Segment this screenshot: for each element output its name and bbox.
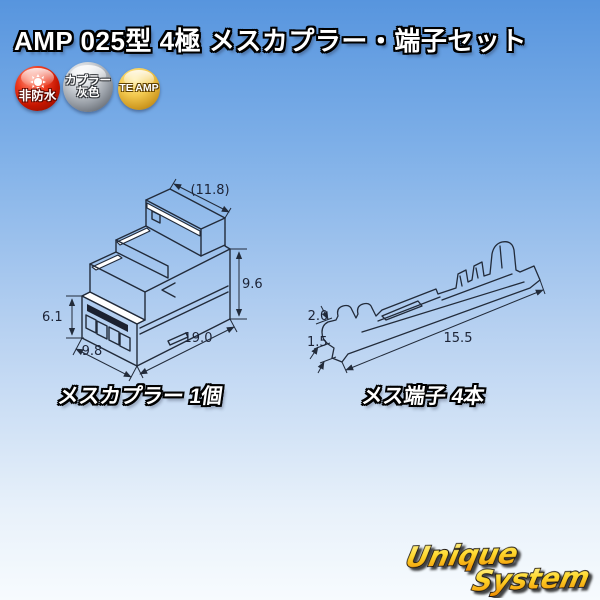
dim-coupler-rear-height: 9.6 bbox=[242, 277, 263, 292]
dim-terminal-length: 15.5 bbox=[444, 331, 473, 346]
badge-coupler-color-line1: カプラー bbox=[65, 74, 111, 87]
terminal-dimension-lines bbox=[309, 279, 546, 374]
badge-non-waterproof: 非防水 bbox=[15, 66, 60, 111]
unique-system-logo: Unique System bbox=[402, 536, 594, 598]
coupler-highlight-strips bbox=[81, 202, 201, 325]
coupler-dimension-labels: (11.8) 9.6 6.1 9.8 19.0 bbox=[42, 183, 263, 359]
dim-coupler-front-height: 6.1 bbox=[42, 310, 63, 325]
badge-te-amp: TE AMP bbox=[118, 68, 160, 110]
terminal-body-outline bbox=[321, 241, 541, 363]
dim-terminal-height: 2.0 bbox=[308, 309, 329, 324]
dim-terminal-tip: 1.5 bbox=[307, 335, 328, 350]
coupler-front-slot bbox=[87, 304, 128, 332]
dim-coupler-length: 19.0 bbox=[184, 331, 213, 346]
coupler-caption: メスカプラー 1個 bbox=[56, 385, 224, 408]
terminal-drawing: 2.0 1.5 15.5 bbox=[307, 241, 546, 374]
logo-line1: Unique bbox=[403, 537, 521, 574]
terminal-caption: メス端子 4本 bbox=[360, 385, 486, 408]
logo-line2: System bbox=[469, 561, 593, 598]
badge-te-amp-label: TE AMP bbox=[119, 82, 159, 95]
badge-coupler-color: カプラー 灰色 bbox=[63, 62, 113, 112]
terminal-dimension-labels: 2.0 1.5 15.5 bbox=[307, 309, 472, 350]
sun-icon bbox=[29, 73, 46, 90]
dim-coupler-front-width: 9.8 bbox=[82, 344, 103, 359]
badge-non-waterproof-label: 非防水 bbox=[18, 88, 57, 103]
coupler-drawing: (11.8) 9.6 6.1 9.8 19.0 bbox=[42, 178, 263, 382]
dim-coupler-top-width: (11.8) bbox=[190, 183, 229, 198]
coupler-dimension-lines bbox=[66, 178, 247, 382]
page-title: AMP 025型 4極 メスカプラー・端子セット bbox=[14, 26, 527, 56]
badge-coupler-color-line2: 灰色 bbox=[76, 87, 100, 99]
